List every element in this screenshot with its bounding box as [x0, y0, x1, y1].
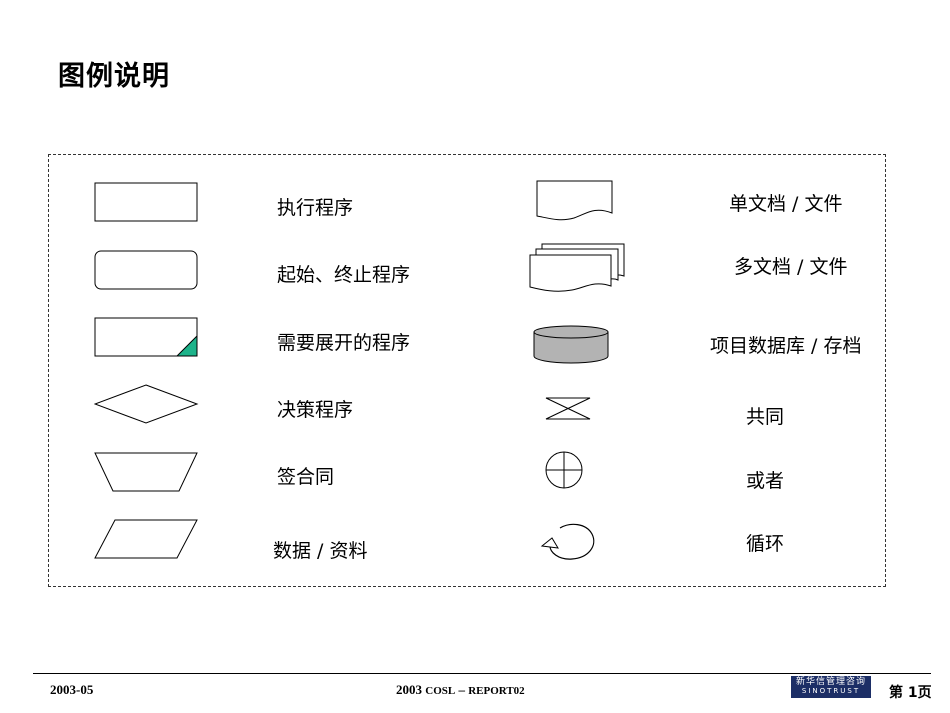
decision-diamond-icon	[94, 384, 199, 424]
logo-cn-text: 新华信管理咨询	[795, 677, 866, 687]
legend-frame	[48, 154, 886, 587]
sinotrust-logo: 新华信管理咨询 SINOTRUST	[791, 676, 871, 698]
or-circle-icon	[545, 451, 583, 489]
legend-label-expandable: 需要展开的程序	[277, 332, 411, 354]
parallelogram-icon	[94, 519, 198, 559]
footer-divider	[33, 673, 931, 674]
legend-label-loop: 循环	[746, 533, 785, 555]
legend-label-execute: 执行程序	[277, 197, 354, 219]
database-cylinder-icon	[533, 325, 609, 364]
multi-document-icon	[529, 243, 625, 292]
footer-report: 2003 COSL – REPORT02	[396, 682, 525, 698]
footer-report-dash: –	[455, 682, 469, 697]
footer-report-prefix: 2003	[396, 682, 426, 697]
process-rect-icon	[94, 182, 198, 222]
legend-label-decision: 决策程序	[277, 399, 354, 421]
trapezoid-icon	[94, 452, 198, 492]
legend-label-multi-document: 多文档 / 文件	[734, 256, 848, 278]
loop-arrow-icon	[540, 523, 595, 560]
legend-label-contract: 签合同	[277, 466, 335, 488]
document-icon	[536, 180, 613, 221]
legend-label-start-end: 起始、终止程序	[277, 264, 411, 286]
page-number: 第 1页	[889, 685, 932, 701]
footer-report-suffix: REPORT02	[468, 685, 525, 697]
legend-label-single-document: 单文档 / 文件	[729, 193, 843, 215]
footer-report-company: COSL	[425, 685, 456, 697]
legend-label-common: 共同	[746, 406, 785, 428]
footer-date: 2003-05	[50, 682, 94, 697]
legend-label-data: 数据 / 资料	[273, 540, 368, 562]
collate-icon	[545, 397, 591, 420]
legend-label-or: 或者	[746, 470, 785, 492]
expandable-process-icon	[94, 317, 198, 357]
rounded-rect-icon	[94, 250, 198, 290]
page-title: 图例说明	[58, 61, 170, 92]
logo-en-text: SINOTRUST	[801, 687, 861, 695]
legend-label-database: 项目数据库 / 存档	[710, 335, 862, 357]
